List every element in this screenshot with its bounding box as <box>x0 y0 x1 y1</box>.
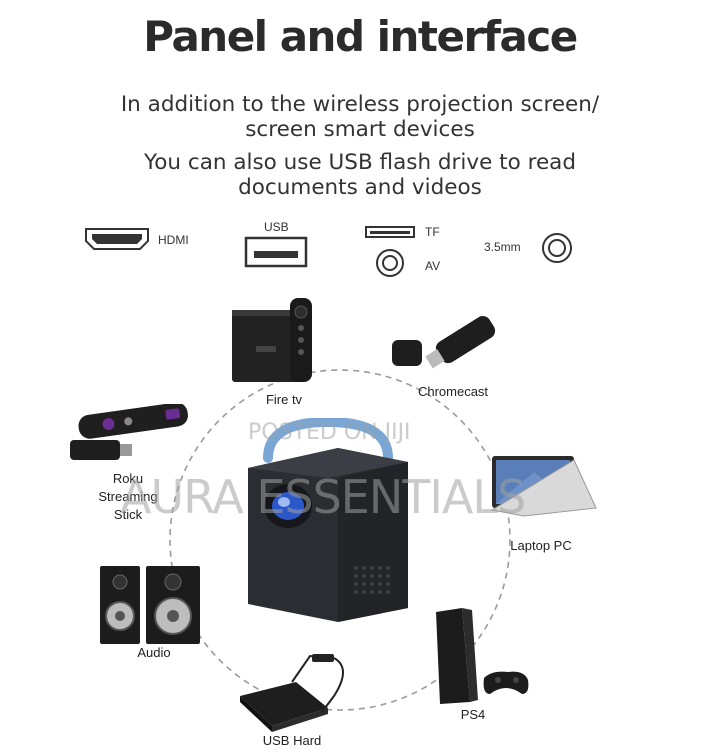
av-port-icon <box>376 249 404 277</box>
roku-label-line-2: Streaming <box>98 489 158 504</box>
audio-jack-label: 3.5mm <box>484 240 521 254</box>
watermark-line-2: AURA ESSENTIALS <box>120 470 526 524</box>
roku-stick-icon <box>70 404 188 460</box>
roku-label-line-1: Roku <box>112 471 144 486</box>
tf-label: TF <box>425 225 440 239</box>
usb-port-icon <box>244 236 308 268</box>
audio-label: Audio <box>137 645 171 660</box>
laptop-label: Laptop PC <box>510 538 572 553</box>
description-line-4: documents and videos <box>238 175 482 200</box>
ps4-label: PS4 <box>460 707 486 722</box>
description-line-3: You can also use USB flash drive to read <box>143 150 576 175</box>
usb-hard-label: USB Hard <box>262 733 322 748</box>
page-title: Panel and interface <box>143 12 578 61</box>
description-line-1: In addition to the wireless projection s… <box>120 92 600 117</box>
hdmi-label: HDMI <box>158 233 189 247</box>
usb-label: USB <box>264 220 289 234</box>
hdmi-port-icon <box>85 228 149 250</box>
chromecast-label: Chromecast <box>417 384 489 399</box>
ps4-console-icon <box>436 608 529 704</box>
roku-label-line-3: Stick <box>113 507 143 522</box>
tf-slot-icon <box>365 226 415 238</box>
laptop-icon <box>490 456 597 517</box>
projector-icon <box>248 418 408 622</box>
fire-tv-label: Fire tv <box>265 392 303 407</box>
watermark-line-1: POSTED ON JIJI <box>248 420 411 445</box>
usb-hard-drive-icon <box>240 654 344 732</box>
speakers-icon <box>100 566 200 644</box>
av-label: AV <box>425 259 441 273</box>
fire-tv-icon <box>232 298 312 382</box>
audio-jack-icon <box>542 233 572 263</box>
chromecast-icon <box>392 316 496 369</box>
description-line-2: screen smart devices <box>245 117 475 142</box>
